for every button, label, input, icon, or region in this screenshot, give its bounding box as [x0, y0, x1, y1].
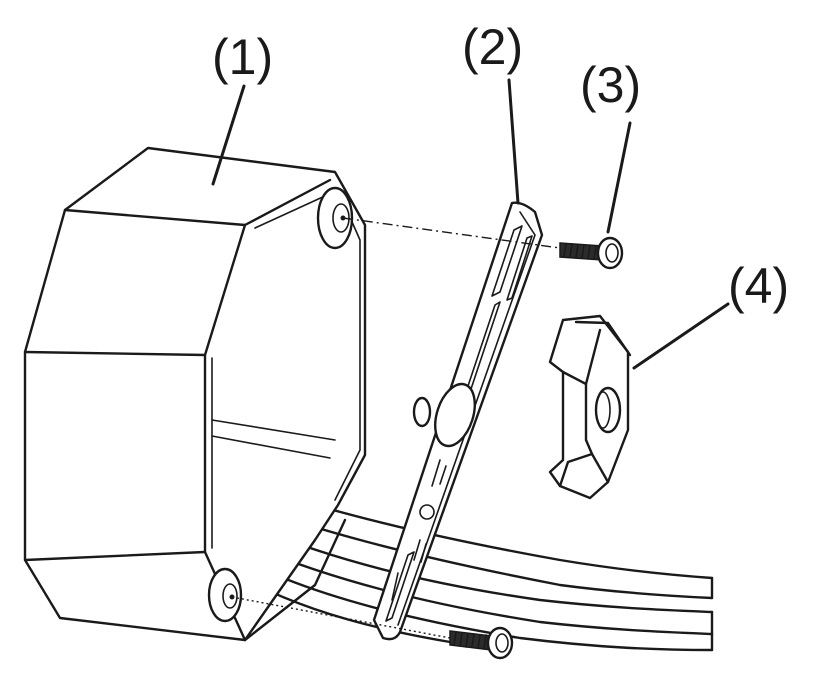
cover-plate [548, 314, 632, 500]
screw-upper [559, 236, 624, 270]
callout-4: (4) [728, 258, 789, 314]
assembly-guides [231, 217, 561, 639]
callout-1: (1) [212, 29, 273, 85]
callout-2: (2) [462, 19, 523, 75]
screw-lower [449, 626, 514, 660]
callout-3: (3) [580, 57, 641, 113]
leader-lines [211, 78, 730, 370]
flush-box [23, 146, 367, 642]
mounting-bracket [372, 201, 544, 641]
